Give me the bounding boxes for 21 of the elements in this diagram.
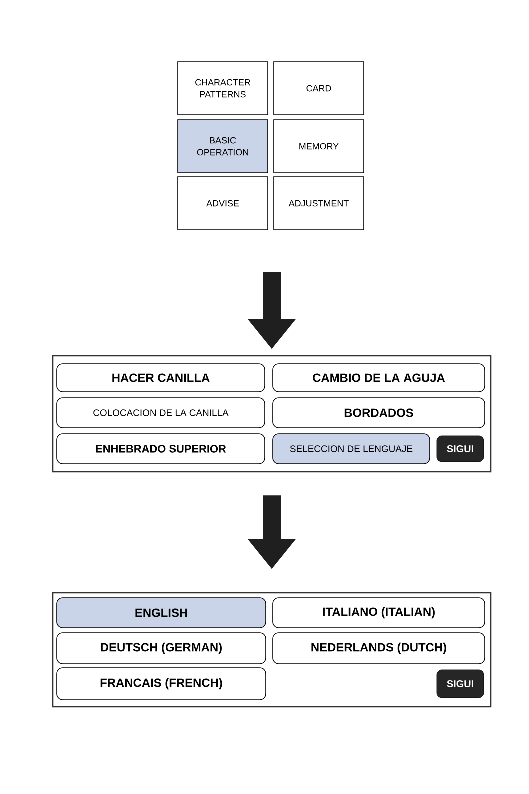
screen-button: CAMBIO DE LA AGUJA <box>272 364 486 392</box>
small-button: SIGUI <box>436 670 484 698</box>
menu-key: BASIC OPERATION <box>178 120 268 174</box>
screen-button: SELECCION DE LENGUAJE <box>272 434 430 464</box>
menu-key: ADJUSTMENT <box>274 176 364 230</box>
screen-button: DEUTSCH (GERMAN) <box>56 632 266 664</box>
screen-button: NEDERLANDS (DUTCH) <box>272 632 486 664</box>
menu-key: CHARACTER PATTERNS <box>178 62 268 116</box>
screen-panel <box>52 592 492 708</box>
screen-button: ENHEBRADO SUPERIOR <box>56 434 266 464</box>
menu-key: CARD <box>274 62 364 116</box>
menu-key: MEMORY <box>274 120 364 174</box>
screen-button: ENGLISH <box>56 598 266 628</box>
screen-panel <box>52 355 492 473</box>
screen-button: BORDADOS <box>272 398 486 428</box>
screen-button: COLOCACION DE LA CANILLA <box>56 398 266 428</box>
small-button: SIGUI <box>436 436 484 462</box>
screen-button: FRANCAIS (FRENCH) <box>56 668 266 700</box>
screen-button: ITALIANO (ITALIAN) <box>272 598 486 628</box>
screen-button: HACER CANILLA <box>56 364 266 392</box>
menu-key: ADVISE <box>178 176 268 230</box>
